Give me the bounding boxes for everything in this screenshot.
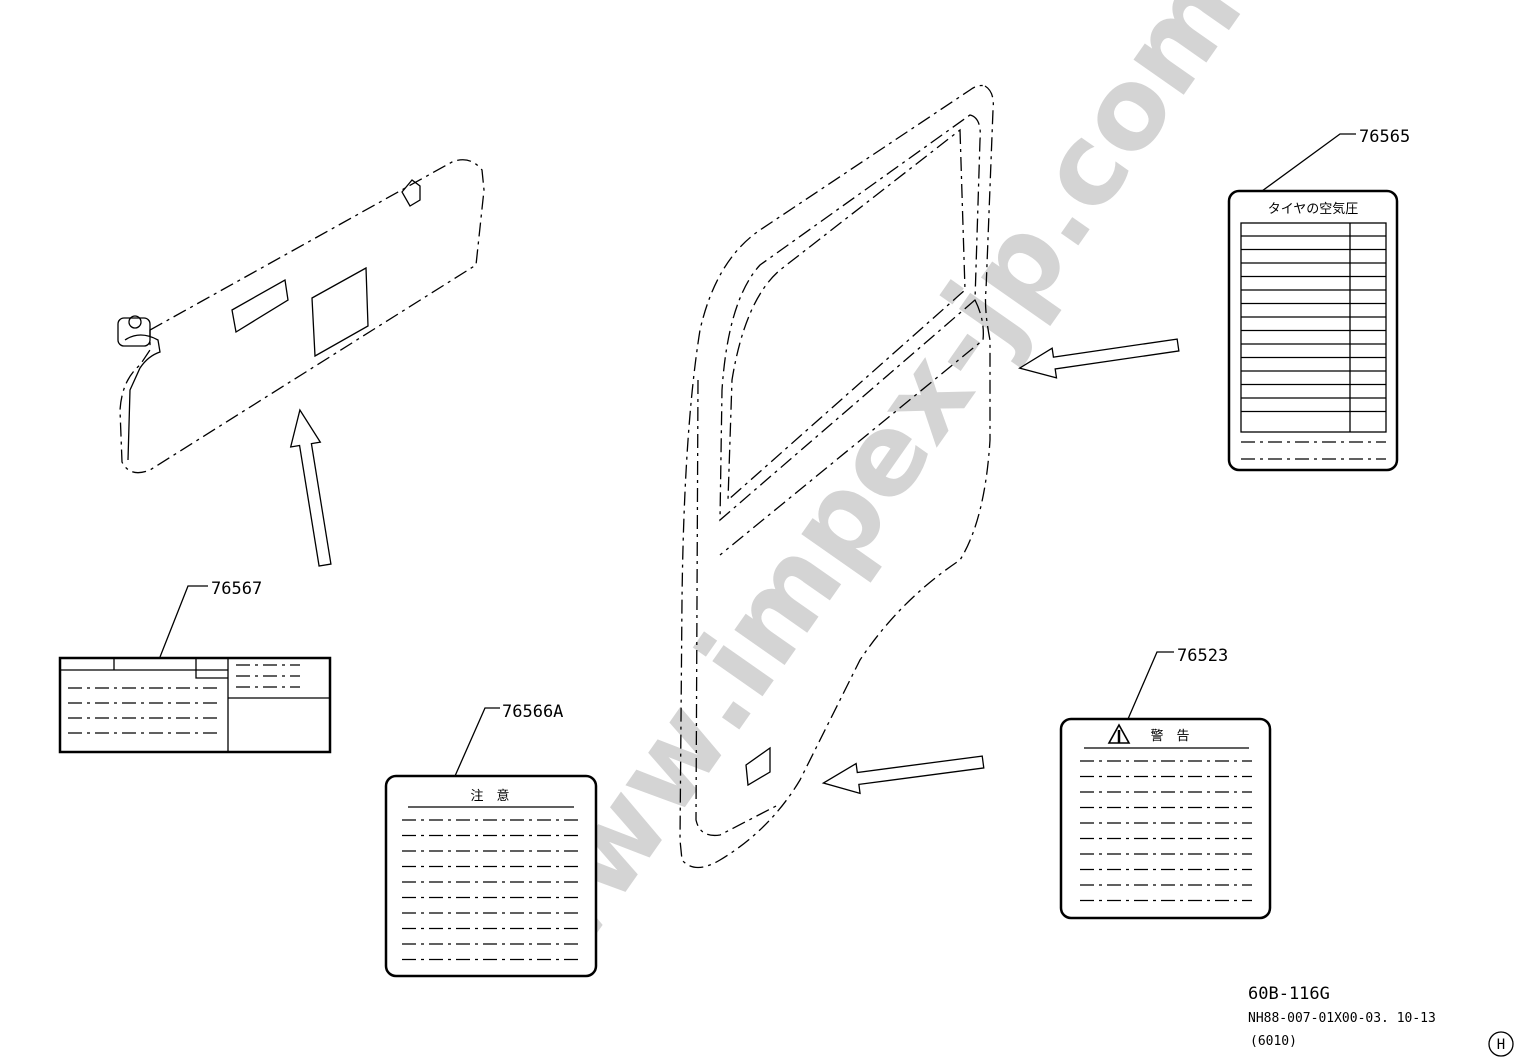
part-number-76523: 76523 — [1177, 646, 1228, 666]
marker-circle — [1488, 1031, 1514, 1057]
diagram-sub-code: (6010) — [1250, 1034, 1297, 1049]
part-number-76566a: 76566A — [502, 702, 563, 722]
warning-triangle-icon — [1107, 723, 1131, 744]
diagram-code: 60B-116G — [1248, 984, 1330, 1004]
arrow-to-sun-visor — [289, 408, 332, 567]
label-76565: 76565 タイヤの空気圧 — [1227, 127, 1410, 472]
marker-letter: H — [1497, 1037, 1505, 1053]
diagram-reference: NH88-007-01X00-03. 10-13 — [1248, 1011, 1436, 1026]
rear-door — [679, 84, 994, 869]
label-76567: 76567 — [58, 579, 332, 754]
sun-visor — [117, 159, 485, 474]
arrow-to-door-upper — [1018, 338, 1180, 379]
arrow-to-door-lower — [821, 755, 985, 795]
part-number-76565: 76565 — [1359, 127, 1410, 147]
label-title-caution: 注 意 — [470, 788, 509, 804]
label-title-warning: 警 告 — [1150, 728, 1189, 744]
label-title-tire-pressure: タイヤの空気圧 — [1268, 201, 1359, 217]
label-76566a: 76566A 注 意 — [384, 702, 598, 978]
part-number-76567: 76567 — [211, 579, 262, 599]
label-76523: 76523 警 告 — [1059, 646, 1272, 920]
